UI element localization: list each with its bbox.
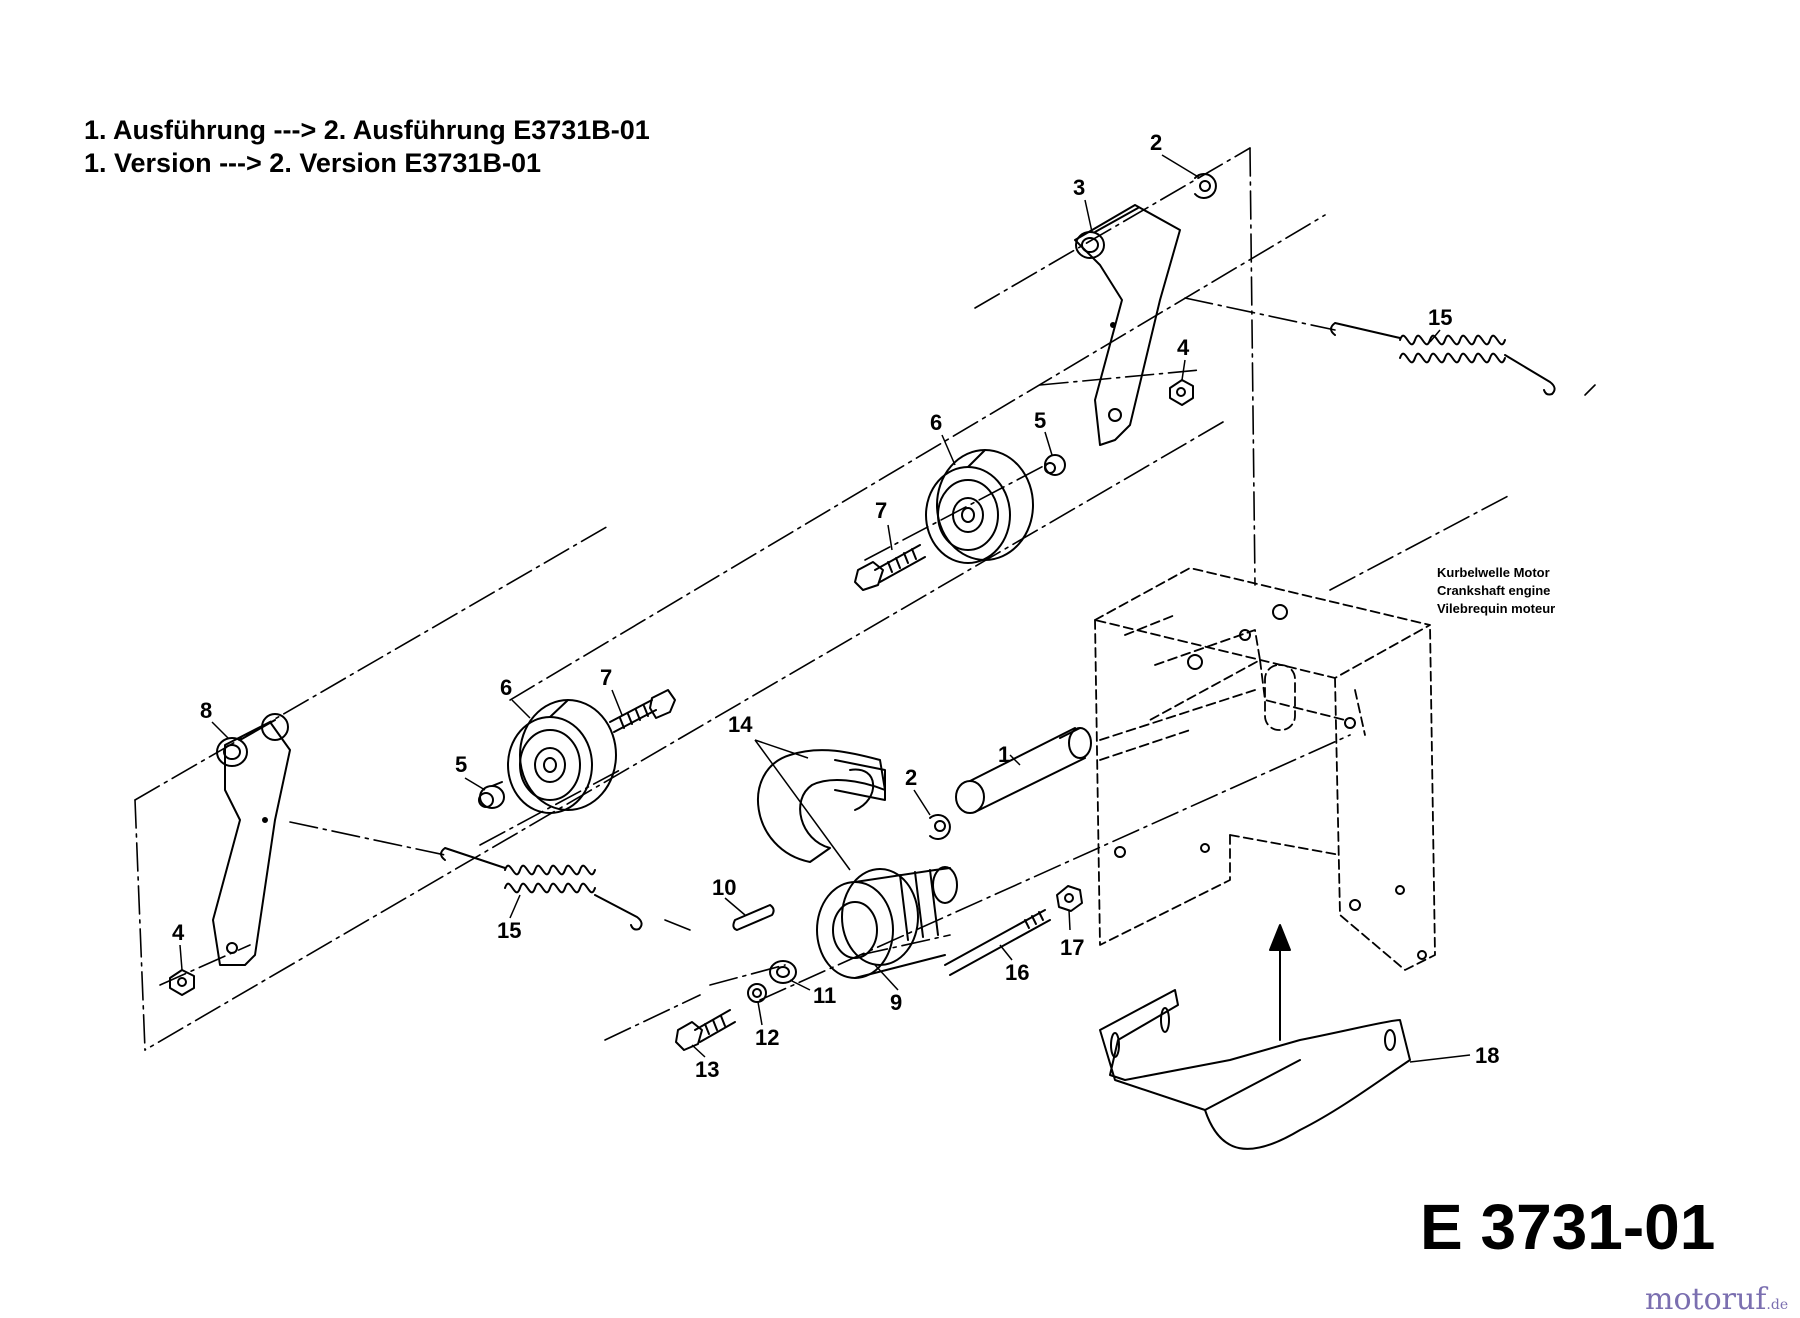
- part-10-key: [732, 904, 775, 931]
- header-line-english: 1. Version ---> 2. Version E3731B-01: [84, 148, 541, 178]
- part-13-bolt: [675, 1009, 736, 1051]
- leader-lines: [179, 154, 1471, 1063]
- part-2-clip-lower: [929, 814, 951, 840]
- header-line-german: 1. Ausführung ---> 2. Ausführung E3731B-…: [84, 115, 650, 145]
- label-part-10: 10: [712, 875, 736, 900]
- part-5-bushing-upper: [1044, 454, 1066, 476]
- part-12-lock-washer: [747, 983, 767, 1003]
- part-17-nut: [1056, 885, 1083, 912]
- label-part-14: 14: [728, 712, 753, 737]
- label-part-15-upper: 15: [1428, 305, 1452, 330]
- part-7-bolt-upper: [854, 544, 926, 591]
- part-7-bolt-lower: [609, 689, 676, 733]
- part-4-nut-lower: [169, 969, 195, 996]
- label-part-3: 3: [1073, 175, 1085, 200]
- label-part-11: 11: [813, 983, 836, 1008]
- part-14-belt-guide: [756, 749, 886, 863]
- crankshaft-housing-outline: [1094, 567, 1436, 971]
- label-part-7-lower: 7: [600, 665, 612, 690]
- label-part-12: 12: [755, 1025, 779, 1050]
- label-part-4-upper: 4: [1177, 335, 1190, 360]
- part-15-spring-upper: [1330, 322, 1556, 396]
- watermark-logo: motoruf.de: [1645, 1282, 1788, 1317]
- part-6-idler-pulley-lower: [507, 699, 617, 814]
- label-part-13: 13: [695, 1057, 719, 1082]
- crankshaft-note-en: Crankshaft engine: [1437, 583, 1551, 598]
- part-4-nut-upper: [1169, 379, 1194, 406]
- crankshaft-note-de: Kurbelwelle Motor: [1437, 565, 1550, 580]
- part-15-spring-lower: [440, 847, 643, 931]
- label-part-1: 1: [998, 742, 1010, 767]
- label-part-7-upper: 7: [875, 498, 887, 523]
- housing-bolt-holes: [1114, 604, 1427, 960]
- label-part-5-upper: 5: [1034, 408, 1046, 433]
- part-9-drive-pulley: [816, 866, 958, 979]
- part-11-washer: [769, 960, 797, 984]
- label-part-9: 9: [890, 990, 902, 1015]
- part-3-lever-arm-upper: [1074, 204, 1181, 446]
- part-5-bushing-lower: [478, 781, 505, 809]
- label-part-15-lower: 15: [497, 918, 521, 943]
- diagram-code: E 3731-01: [1420, 1191, 1716, 1263]
- part-16-rod: [944, 909, 1051, 976]
- part-8-lever-arm-lower: [212, 713, 291, 966]
- watermark-tld: .de: [1766, 1297, 1789, 1313]
- part-1-shaft: [955, 727, 1092, 814]
- label-part-5-lower: 5: [455, 752, 467, 777]
- watermark-name: motoruf: [1645, 1282, 1767, 1317]
- part-6-idler-pulley-upper: [925, 449, 1034, 564]
- label-part-2-upper: 2: [1150, 130, 1162, 155]
- label-part-2-lower: 2: [905, 765, 917, 790]
- part-18-guard-plate: [1099, 989, 1411, 1150]
- construction-lines: [134, 147, 1596, 1051]
- crankshaft-note-fr: Vilebrequin moteur: [1437, 601, 1556, 616]
- label-part-6-lower: 6: [500, 675, 512, 700]
- label-part-8: 8: [200, 698, 212, 723]
- part-2-clip-upper: [1194, 173, 1217, 199]
- label-part-18: 18: [1475, 1043, 1499, 1068]
- part-number-labels: 1 2 2 3 4 4 5 5 6 6 7 7 8 9 10 11 12 13 …: [172, 130, 1499, 1082]
- label-part-17: 17: [1060, 935, 1084, 960]
- assembly-arrow: [1269, 924, 1291, 1041]
- label-part-4-lower: 4: [172, 920, 185, 945]
- label-part-6-upper: 6: [930, 410, 942, 435]
- label-part-16: 16: [1005, 960, 1029, 985]
